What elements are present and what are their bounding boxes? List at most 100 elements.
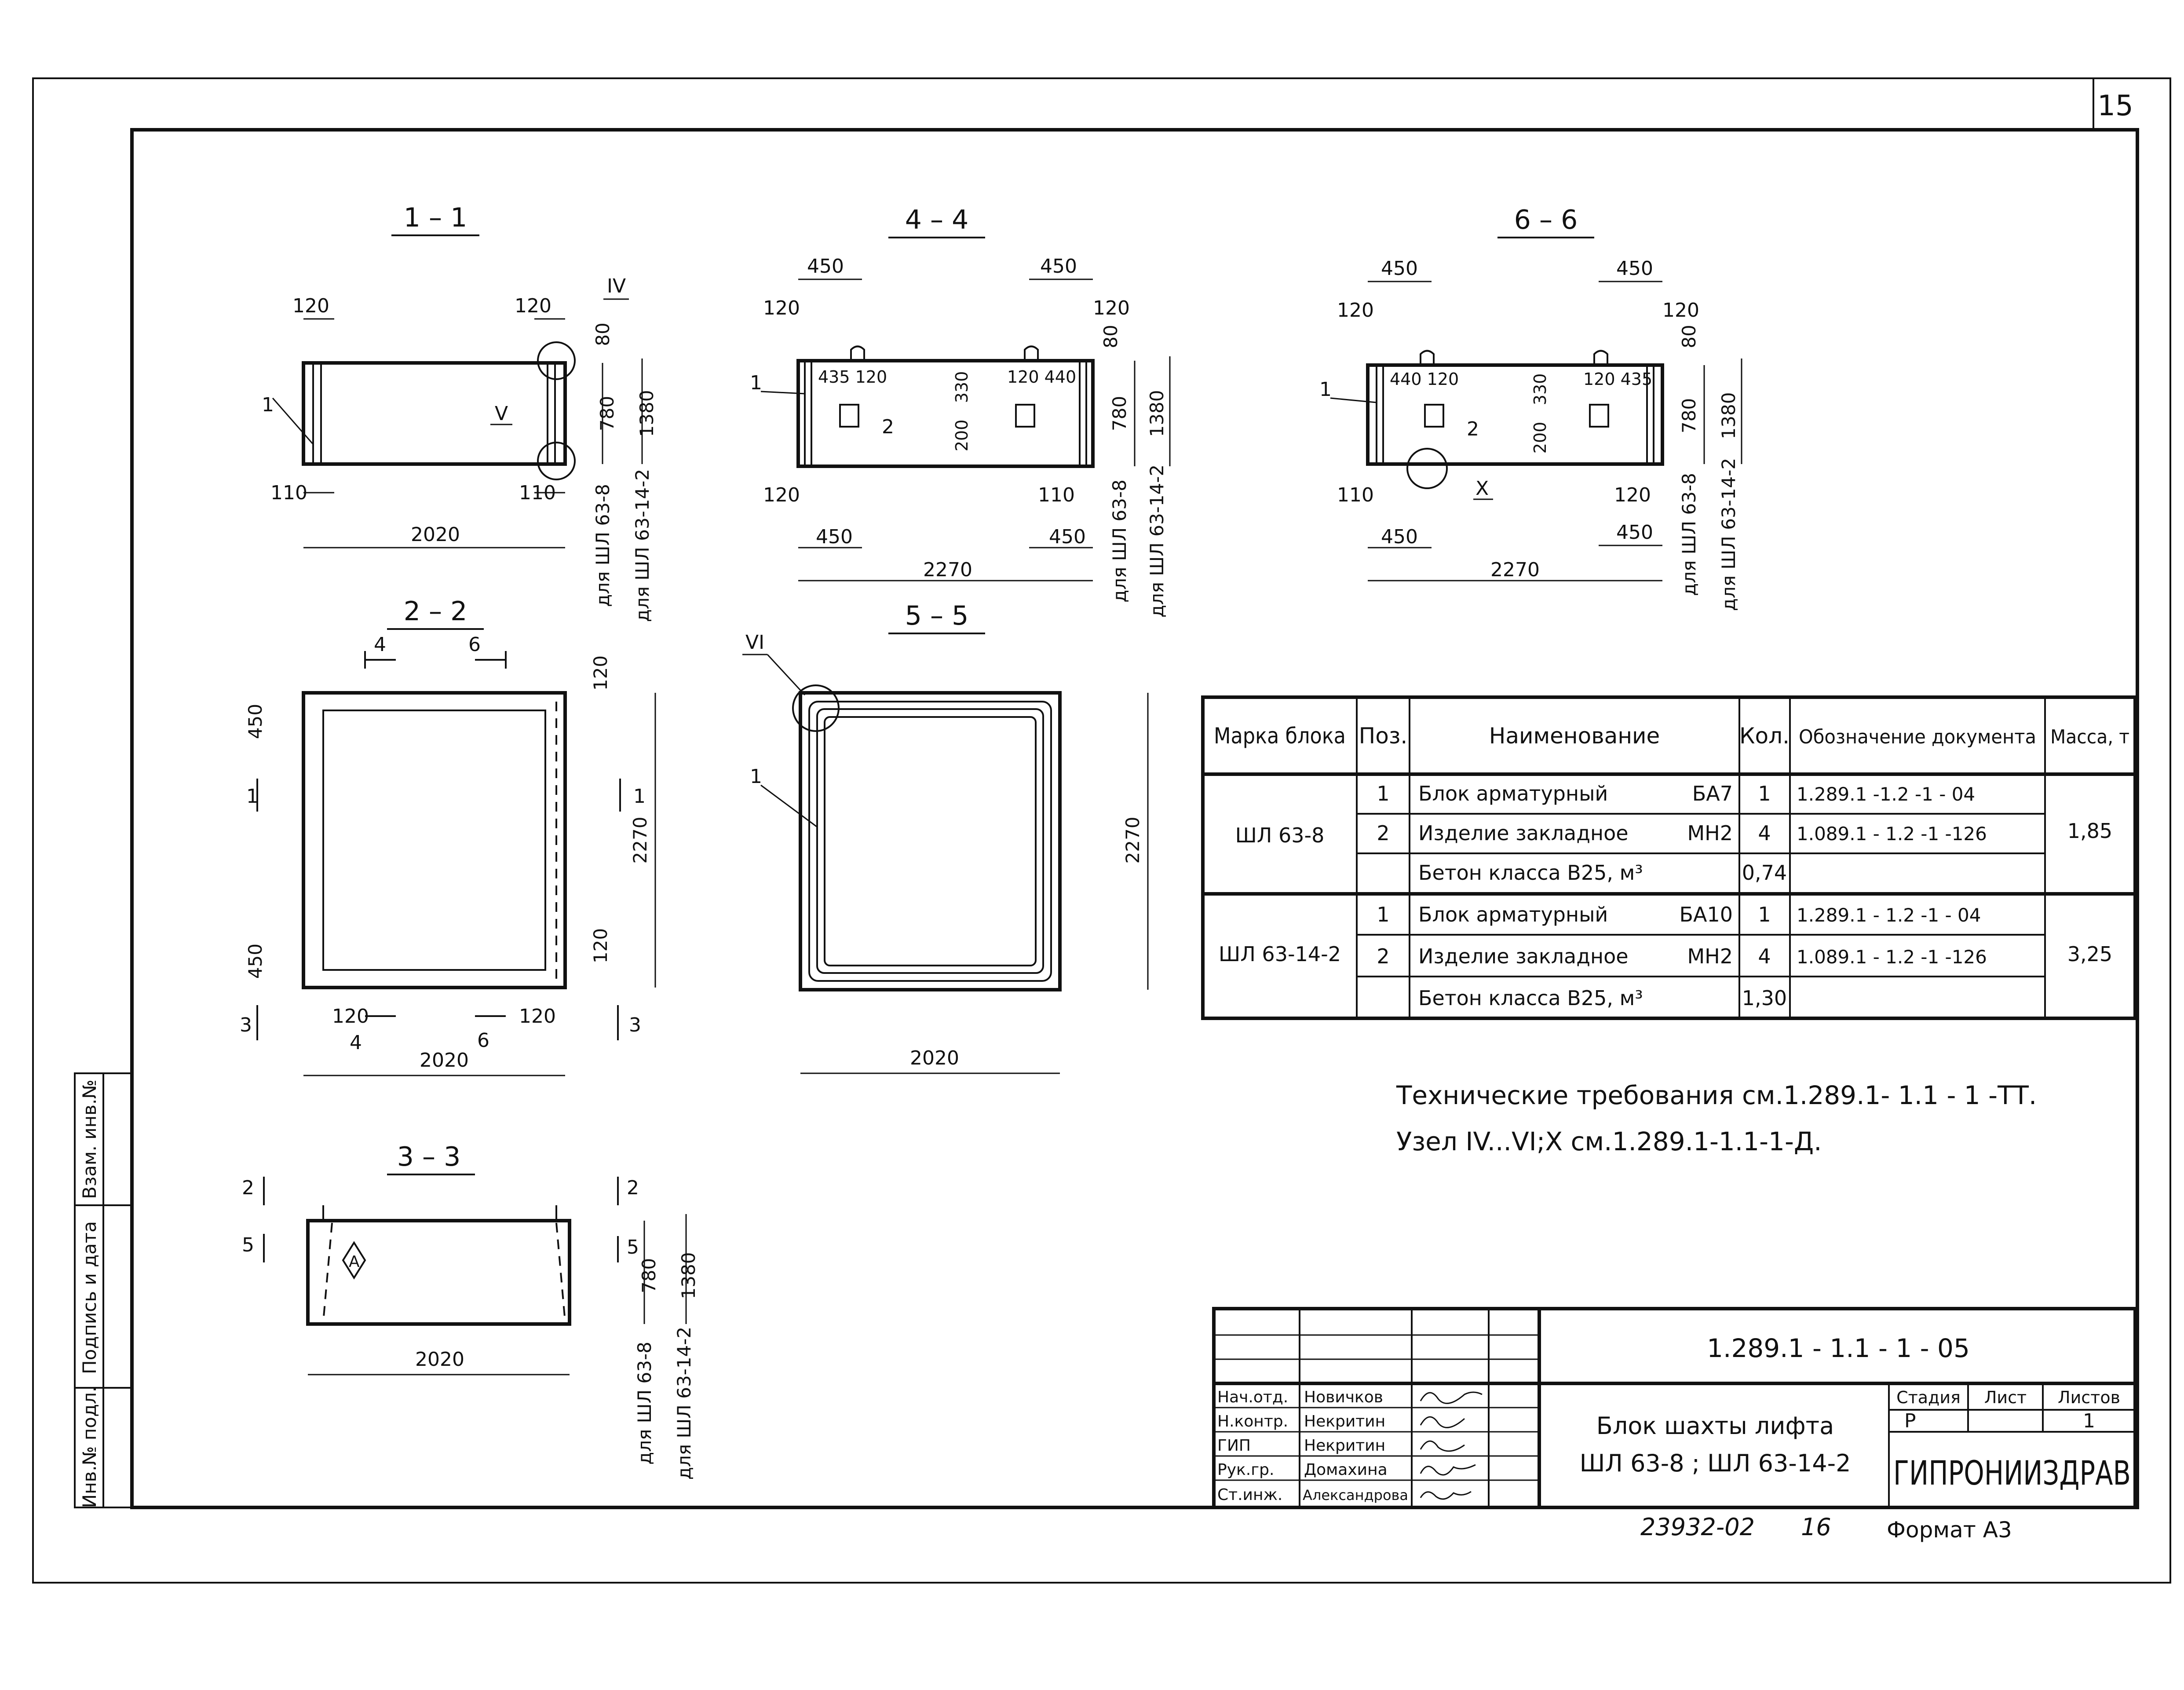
- section-6-6: 6 – 6 1 2 X 450 450 120 120 80 440 120 1…: [1319, 205, 1742, 611]
- spec-header-qty: Кол.: [1739, 723, 1790, 749]
- spec-row2-mark: ШЛ 63-14-2: [1219, 942, 1341, 966]
- marker-2-2-cut6-top: 6: [468, 633, 481, 656]
- spec-header-mark: Марка блока: [1214, 723, 1346, 749]
- dim-6-6-440-120: 440 120: [1390, 369, 1459, 389]
- section-5-5: 5 – 5 VI 1 2270 2020: [742, 600, 1149, 1074]
- spec-r1i2-pos: 2: [1377, 821, 1389, 845]
- dim-4-4-450-tl: 450: [807, 255, 844, 278]
- marker-3-3-cut2-right: 2: [627, 1177, 639, 1199]
- dim-6-6-120-tr: 120: [1662, 299, 1699, 322]
- note-3-3-for-8: для ШЛ 63-8: [634, 1342, 655, 1465]
- spec-r1i2-code: МН2: [1687, 821, 1733, 845]
- title-sheet-label: Лист: [1984, 1388, 2027, 1407]
- dim-1-1-1380: 1380: [636, 390, 657, 437]
- note-6-6-for-8: для ШЛ 63-8: [1678, 473, 1700, 596]
- spec-r2i2-name: Изделие закладное: [1418, 944, 1629, 968]
- dim-2-2-450-top: 450: [245, 704, 266, 739]
- person-name-2: Некритин: [1304, 1412, 1385, 1430]
- sheet-number: 15: [2097, 90, 2133, 122]
- note-1-1-for-142: для ШЛ 63-14-2: [632, 469, 653, 622]
- spec-r2i1-qty: 1: [1758, 903, 1771, 926]
- note-4-4-for-142: для ШЛ 63-14-2: [1146, 465, 1168, 618]
- marker-2-2-cut6-bot: 6: [477, 1029, 489, 1052]
- spec-r1i1-doc: 1.289.1 -1.2 -1 - 04: [1797, 783, 1975, 805]
- spec-r2i3-qty: 1,30: [1742, 986, 1787, 1010]
- side-stamp-sign: Подпись и дата: [79, 1221, 100, 1374]
- dim-5-5-2270: 2270: [1122, 817, 1143, 864]
- dim-6-6-110-bl: 110: [1337, 484, 1374, 506]
- dim-4-4-450-bl: 450: [816, 526, 853, 548]
- footer-copy: 16: [1801, 1513, 1831, 1541]
- spec-r1i2-doc: 1.089.1 - 1.2 -1 -126: [1797, 823, 1987, 845]
- marker-1-1-IV: IV: [607, 275, 626, 297]
- dim-4-4-200-330: 200: [952, 420, 971, 452]
- dim-1-1-120-right: 120: [515, 295, 551, 317]
- dim-6-6-780: 780: [1678, 398, 1700, 433]
- spec-header-mass: Масса, т: [2050, 726, 2129, 748]
- spec-r1i3-qty: 0,74: [1742, 861, 1787, 885]
- marker-4-4-pos2: 2: [882, 416, 894, 438]
- marker-5-5-pos1: 1: [750, 765, 762, 788]
- marker-2-2-cut4-top: 4: [374, 633, 386, 656]
- dim-3-3-780: 780: [638, 1258, 660, 1293]
- spec-header-pos: Поз.: [1359, 723, 1408, 749]
- spec-r2i2-qty: 4: [1758, 944, 1771, 968]
- spec-r2i1-doc: 1.289.1 - 1.2 -1 - 04: [1797, 904, 1981, 926]
- dim-3-3-1380: 1380: [678, 1252, 699, 1299]
- footer-format: Формат А3: [1887, 1517, 2012, 1543]
- title-line1: Блок шахты лифта: [1596, 1412, 1834, 1440]
- marker-2-2-cut1-right: 1: [633, 785, 646, 808]
- spec-r2i2-doc: 1.089.1 - 1.2 -1 -126: [1797, 946, 1987, 968]
- dim-2-2-120-top: 120: [590, 655, 611, 691]
- footer-inv: 23932-02: [1640, 1513, 1755, 1541]
- marker-6-6-pos2: 2: [1467, 418, 1479, 440]
- side-stamp: Инв.№ подл. Подпись и дата Взам. инв.№: [74, 1072, 133, 1508]
- dim-6-6-120-435: 120 435: [1583, 369, 1652, 389]
- spec-header-doc: Обозначение документа: [1799, 726, 2036, 748]
- person-role-2: Н.контр.: [1217, 1412, 1288, 1430]
- title-doc-code: 1.289.1 - 1.1 - 1 - 05: [1707, 1333, 1970, 1363]
- spec-r1i1-name: Блок арматурный: [1418, 782, 1608, 805]
- marker-4-4-pos1: 1: [750, 372, 762, 394]
- marker-6-6-X: X: [1475, 477, 1489, 500]
- dim-2-2-120-br: 120: [519, 1005, 556, 1028]
- note-technical-requirements: Технические требования см.1.289.1- 1.1 -…: [1396, 1080, 2037, 1110]
- side-stamp-inv: Инв.№ подл.: [79, 1386, 100, 1508]
- marker-3-3-cut5-right: 5: [627, 1236, 639, 1258]
- spec-r1i1-code: БА7: [1692, 782, 1733, 805]
- title-sheets: 1: [2083, 1410, 2095, 1432]
- title-block: 1.289.1 - 1.1 - 1 - 05 Блок шахты лифта …: [1212, 1307, 2137, 1509]
- spec-r2i1-name: Блок арматурный: [1418, 903, 1608, 926]
- title-sheets-label: Листов: [2058, 1388, 2120, 1407]
- dim-2-2-2020: 2020: [420, 1049, 469, 1072]
- dim-2-2-120-bot: 120: [590, 928, 611, 963]
- spec-r2i3-name: Бетон класса В25, м³: [1418, 986, 1643, 1010]
- dim-6-6-450-br: 450: [1616, 521, 1653, 544]
- section-1-1-title: 1 – 1: [404, 202, 467, 233]
- marker-3-3-cut2-left: 2: [242, 1177, 254, 1199]
- marker-2-2-cut3-left: 3: [240, 1014, 252, 1036]
- person-role-1: Нач.отд.: [1217, 1388, 1288, 1406]
- dim-6-6-1380: 1380: [1718, 392, 1739, 439]
- person-name-1: Новичков: [1304, 1388, 1383, 1406]
- dim-6-6-80: 80: [1678, 325, 1700, 348]
- dim-4-4-450-br: 450: [1049, 526, 1086, 548]
- marker-6-6-pos1: 1: [1319, 378, 1332, 401]
- title-stage: Р: [1904, 1410, 1916, 1432]
- dim-4-4-120-440: 120 440: [1007, 367, 1076, 387]
- dim-1-1-120-left: 120: [292, 295, 329, 317]
- dim-4-4-435-120: 435 120: [818, 367, 887, 387]
- dim-1-1-2020: 2020: [411, 523, 460, 546]
- person-name-3: Некритин: [1304, 1437, 1385, 1455]
- section-2-2: 2 – 2 4 6 1 1 3 3 4 6 450 450 120 120 22…: [240, 596, 656, 1076]
- person-role-3: ГИП: [1217, 1437, 1251, 1455]
- dim-6-6-450-tl: 450: [1381, 257, 1418, 280]
- person-name-5: Александрова: [1303, 1487, 1408, 1503]
- section-3-3: 3 – 3 А 2 5 2 5 2020 780 1380 для ШЛ 63-…: [242, 1141, 699, 1480]
- dim-6-6-2270: 2270: [1490, 559, 1540, 581]
- note-6-6-for-142: для ШЛ 63-14-2: [1718, 458, 1739, 611]
- dim-2-2-450-bot: 450: [245, 944, 266, 979]
- dim-6-6-200: 200: [1530, 422, 1550, 454]
